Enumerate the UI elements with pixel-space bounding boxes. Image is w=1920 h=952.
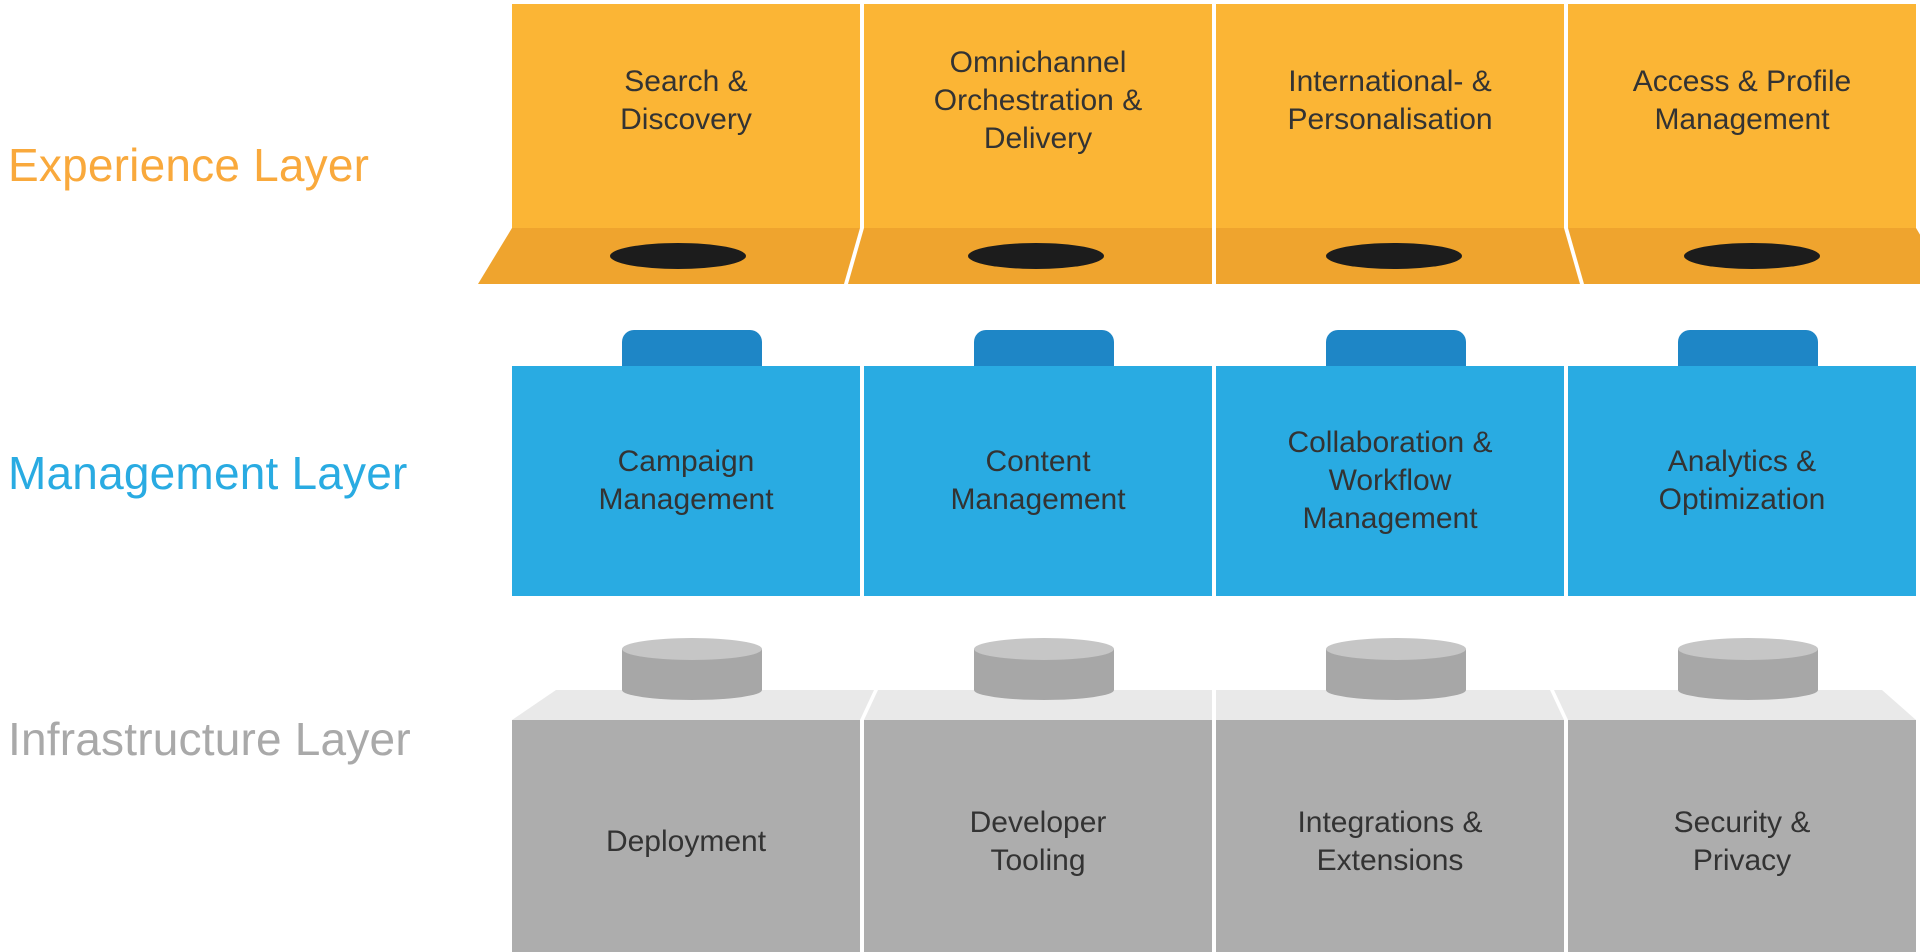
management-block-content: Content Management <box>864 330 1212 596</box>
management-block-campaign: Campaign Management <box>512 330 860 596</box>
block-label: Security & Privacy <box>1673 806 1811 877</box>
management-block-collaboration-workflow: Collaboration & Workflow Management <box>1216 330 1564 596</box>
experience-block-search-discovery: Search & Discovery <box>478 4 860 286</box>
infrastructure-block-integrations: Integrations & Extensions <box>1216 638 1564 952</box>
infrastructure-block-deployment: Deployment <box>512 638 874 952</box>
stud-cap <box>974 638 1114 660</box>
brick-underside <box>478 228 860 284</box>
block-label: Content Management <box>950 445 1126 516</box>
brick-face: International- & Personalisation <box>1216 4 1564 228</box>
brick-underside <box>1216 228 1580 284</box>
experience-layer-row: Search & Discovery Omnichannel Orchestra… <box>478 4 1920 286</box>
experience-layer-label: Experience Layer <box>8 139 370 191</box>
block-label: Campaign Management <box>598 445 774 516</box>
brick-underside <box>1568 228 1920 284</box>
block-label: Deployment <box>605 825 767 858</box>
brick-face: Campaign Management <box>512 366 860 596</box>
experience-block-omnichannel: Omnichannel Orchestration & Delivery <box>848 4 1212 286</box>
experience-block-access-profile: Access & Profile Management <box>1568 4 1920 286</box>
block-label: International- & Personalisation <box>1287 65 1493 136</box>
infrastructure-block-developer-tooling: Developer Tooling <box>864 638 1212 952</box>
management-layer-row: Campaign Management Content Management C… <box>512 330 1920 596</box>
infrastructure-block-security-privacy: Security & Privacy <box>1554 638 1916 952</box>
brick-face: Developer Tooling <box>864 720 1212 952</box>
brick-stud-icon <box>622 330 762 370</box>
block-label: Collaboration & Workflow Management <box>1287 426 1493 535</box>
block-label: Search & Discovery <box>620 65 752 136</box>
brick-face: Access & Profile Management <box>1568 4 1916 228</box>
brick-face: Security & Privacy <box>1568 720 1916 952</box>
experience-block-international-personalisation: International- & Personalisation <box>1216 4 1580 286</box>
brick-stud-icon <box>974 638 1114 700</box>
infrastructure-layer-row: Deployment Developer Tooling Integration… <box>512 638 1920 952</box>
brick-face: Integrations & Extensions <box>1216 720 1564 952</box>
brick-stud-icon <box>622 638 762 700</box>
brick-stud-icon <box>1678 638 1818 700</box>
brick-face: Content Management <box>864 366 1212 596</box>
block-label: Integrations & Extensions <box>1297 806 1483 877</box>
block-label: Developer Tooling <box>969 806 1107 877</box>
brick-face: Analytics & Optimization <box>1568 366 1916 596</box>
antistud-ellipse-icon <box>1684 243 1820 269</box>
antistud-ellipse-icon <box>968 243 1104 269</box>
brick-face: Search & Discovery <box>512 4 860 228</box>
infrastructure-layer-label: Infrastructure Layer <box>8 713 411 765</box>
stud-cap <box>1678 638 1818 660</box>
brick-face: Omnichannel Orchestration & Delivery <box>864 4 1212 228</box>
brick-face: Collaboration & Workflow Management <box>1216 366 1564 596</box>
management-block-analytics: Analytics & Optimization <box>1568 330 1916 596</box>
antistud-ellipse-icon <box>610 243 746 269</box>
brick-stud-icon <box>974 330 1114 370</box>
block-label: Omnichannel Orchestration & Delivery <box>933 46 1143 155</box>
brick-stud-icon <box>1678 330 1818 370</box>
block-label: Access & Profile Management <box>1632 65 1852 136</box>
brick-underside <box>848 228 1212 284</box>
stud-cap <box>1326 638 1466 660</box>
block-label: Analytics & Optimization <box>1658 445 1826 516</box>
brick-stud-icon <box>1326 638 1466 700</box>
brick-stud-icon <box>1326 330 1466 370</box>
antistud-ellipse-icon <box>1326 243 1462 269</box>
stud-cap <box>622 638 762 660</box>
management-layer-label: Management Layer <box>8 447 408 499</box>
brick-face: Deployment <box>512 720 860 952</box>
